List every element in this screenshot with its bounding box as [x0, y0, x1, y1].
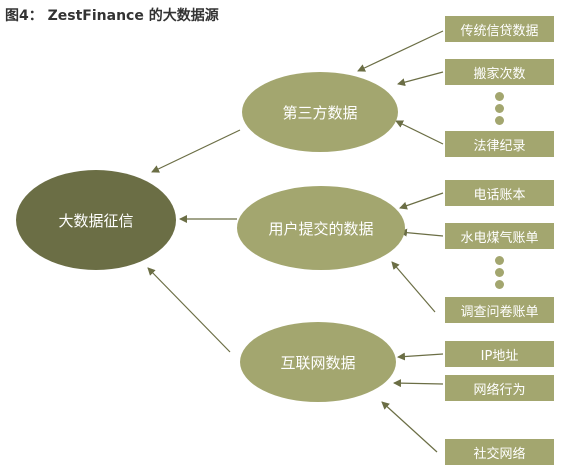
source-box: 社交网络	[445, 439, 554, 465]
ellipsis-dot	[495, 116, 504, 125]
ellipsis-dot	[495, 280, 504, 289]
category-node-label: 互联网数据	[280, 353, 356, 372]
center-node: 大数据征信	[16, 170, 176, 270]
ellipsis-dot	[495, 92, 504, 101]
arrow-source-0-0	[357, 30, 444, 72]
source-box: 电话账本	[445, 180, 554, 206]
ellipsis-dot	[495, 256, 504, 265]
source-box: 调查问卷账单	[445, 297, 554, 323]
arrow-source-1-1	[399, 228, 444, 237]
center-node-label: 大数据征信	[58, 211, 134, 230]
source-box: 法律纪录	[445, 131, 554, 157]
source-label: 搬家次数	[473, 66, 526, 82]
source-box: 网络行为	[445, 375, 554, 401]
source-label: IP地址	[480, 348, 519, 364]
source-label: 法律纪录	[473, 138, 526, 154]
figure-title: 图4： ZestFinance 的大数据源	[5, 8, 219, 24]
source-label: 调查问卷账单	[460, 304, 539, 320]
arrow-source-1-2	[391, 261, 436, 313]
category-node-label: 第三方数据	[282, 103, 358, 122]
category-node-third-party: 第三方数据	[242, 72, 398, 152]
source-label: 电话账本	[473, 187, 526, 203]
source-label: 网络行为	[473, 382, 526, 398]
arrow-category-2-to-center	[147, 267, 231, 353]
source-box: 搬家次数	[445, 59, 554, 85]
arrow-source-1-0	[399, 192, 444, 210]
category-node-internet: 互联网数据	[240, 322, 396, 402]
source-label: 水电煤气账单	[460, 230, 539, 246]
source-box: 水电煤气账单	[445, 223, 554, 249]
arrow-source-0-2	[395, 120, 444, 145]
arrow-source-2-2	[381, 401, 438, 453]
source-box: 传统信贷数据	[445, 16, 554, 42]
ellipsis-dot	[495, 104, 504, 113]
source-label: 社交网络	[473, 446, 526, 462]
arrow-category-0-to-center	[151, 129, 241, 173]
category-node-label: 用户提交的数据	[268, 219, 374, 238]
ellipsis-dot	[495, 268, 504, 277]
source-label: 传统信贷数据	[460, 23, 539, 39]
category-node-user-submitted: 用户提交的数据	[237, 186, 405, 270]
arrow-source-2-1	[393, 379, 444, 388]
arrow-source-0-1	[397, 71, 444, 87]
arrow-source-2-0	[397, 352, 444, 361]
source-box: IP地址	[445, 341, 554, 367]
